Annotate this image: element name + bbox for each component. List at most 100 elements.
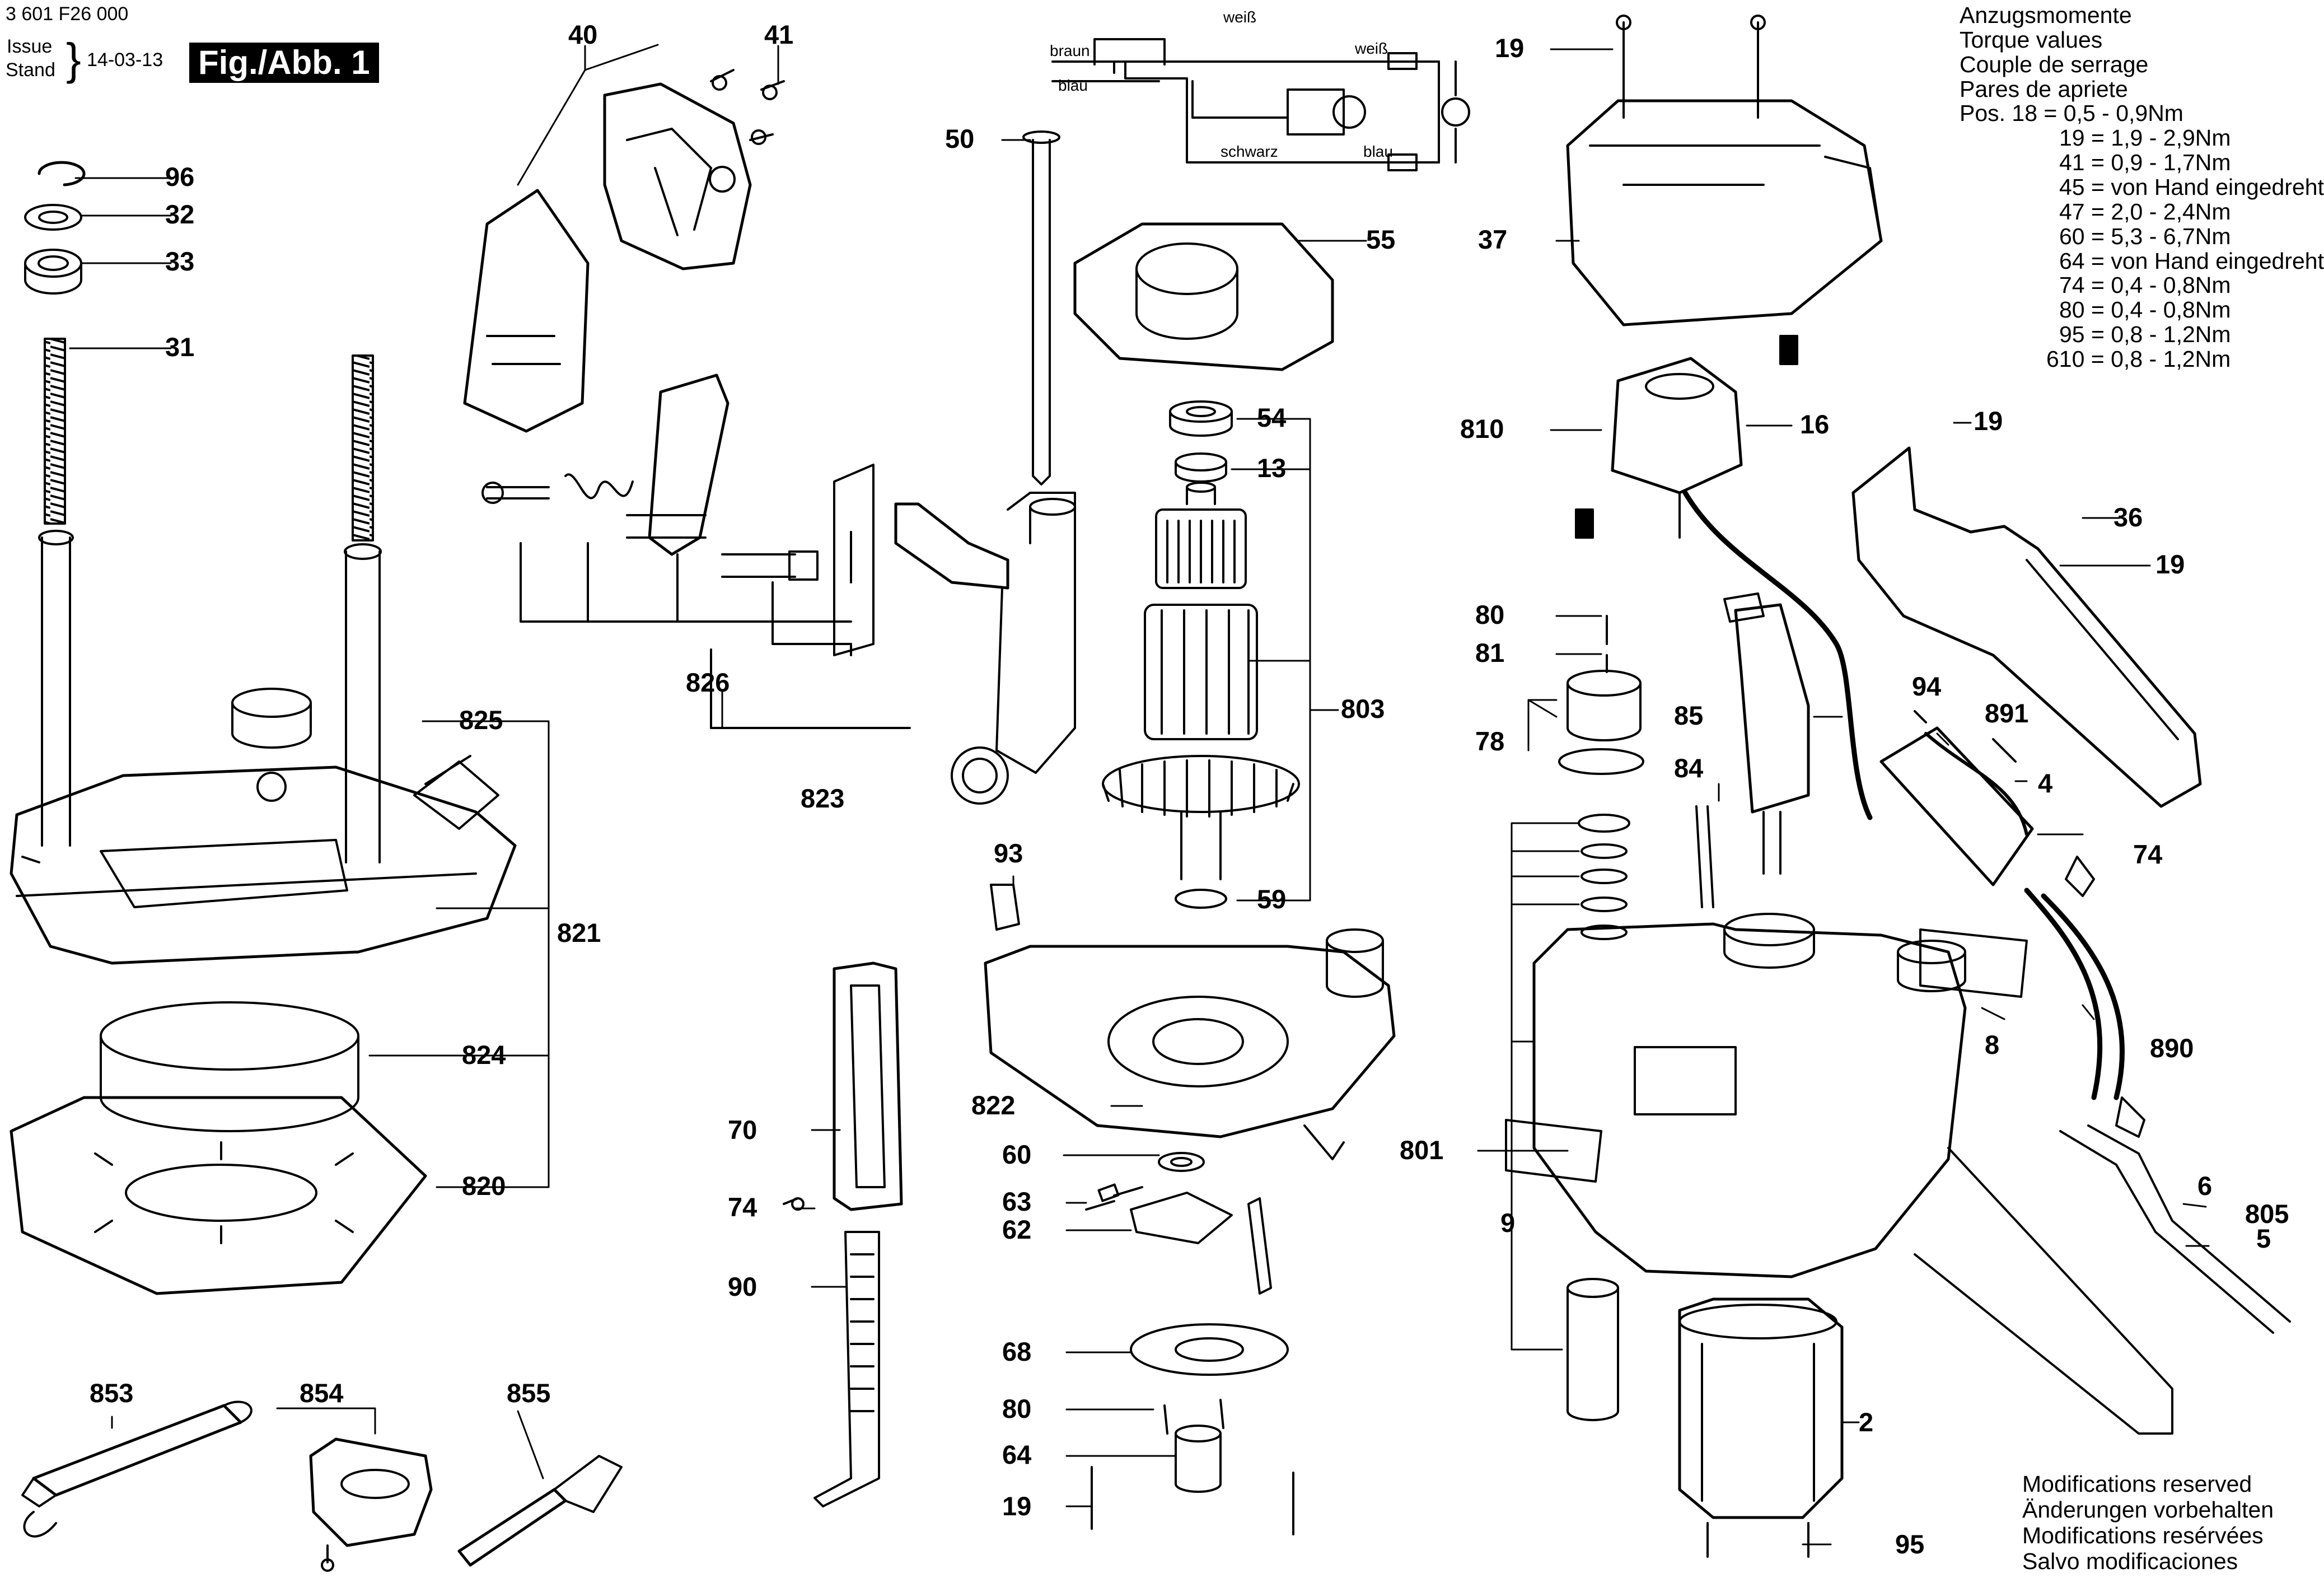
speed-knob [1558,615,1644,940]
part-label: 824 [462,1040,506,1070]
switch [1695,592,1810,908]
block-93 [990,884,1020,931]
part-label: 854 [300,1378,343,1408]
part-label: 19 [1495,33,1524,63]
part-label: 94 [1912,671,1941,701]
part-label: 95 [1895,1529,1924,1559]
part-label: 5 [2256,1224,2271,1253]
part-label: 54 [1257,403,1286,432]
lever-assembly [481,374,911,729]
torque-line: 64 = von Hand eingedreht [2059,248,2324,274]
part-label: 80 [1002,1394,1031,1423]
motor-housing [1505,913,2173,1435]
part-label: 74 [728,1192,757,1222]
part-label: 40 [568,20,597,49]
part-label: 825 [459,705,503,735]
part-label: 9 [1500,1208,1515,1238]
modifications-line: Salvo modificaciones [2022,1548,2238,1574]
part-label: 55 [1366,225,1395,254]
brush-holder-16 [1575,335,1798,539]
part-label: 68 [1002,1337,1031,1366]
torque-line: 60 = 5,3 - 6,7Nm [2059,223,2231,249]
part-label: 60 [1002,1140,1031,1169]
part-label: 13 [1257,453,1286,483]
accessory-tools [21,1400,623,1572]
torque-line: Pos. 18 = 0,5 - 0,9Nm [1960,100,2183,127]
part-label: 19 [2155,549,2185,579]
torque-line: 45 = von Hand eingedreht [2059,174,2324,200]
part-label: 821 [557,918,601,947]
part-label: 2 [1859,1407,1873,1437]
torque-line: 47 = 2,0 - 2,4Nm [2059,198,2231,225]
cable-assembly [1682,490,2291,1334]
armature [1102,482,1300,909]
part-label: 41 [764,20,793,49]
depth-scale [783,961,903,1507]
handle-assembly [463,69,785,433]
part-label: 31 [165,332,194,362]
part-label: 16 [1800,409,1829,439]
part-label: 8 [1985,1030,1999,1059]
part-label: 32 [165,199,194,229]
depth-adjust-assembly [894,492,1076,805]
part-label: 820 [462,1171,506,1201]
wire-label: braun [1050,42,1090,59]
wire-label: weiß [1223,8,1256,26]
modifications-line: Modifications reserved [2022,1471,2252,1497]
field-coil [1678,1297,1844,1558]
modifications-line: Modifications resérvées [2022,1522,2264,1548]
part-label: 36 [2113,502,2143,532]
part-label: 6 [2197,1171,2212,1201]
part-label: 63 [1002,1187,1031,1216]
part-label: 803 [1341,694,1385,723]
part-label: 59 [1257,884,1286,914]
torque-line: 19 = 1,9 - 2,9Nm [2059,125,2231,151]
part-label: 64 [1002,1440,1031,1469]
part-label: 823 [801,783,844,813]
modifications-note: Modifications reserved Änderungen vorbeh… [2022,1471,2274,1575]
part-label: 853 [90,1378,133,1408]
bearing-sleeve [1567,1287,1619,1421]
part-label: 19 [1002,1491,1031,1521]
torque-line: 80 = 0,4 - 0,8Nm [2059,297,2231,323]
torque-line: 74 = 0,4 - 0,8Nm [2059,272,2231,298]
part-label: 93 [994,838,1023,868]
part-label: 85 [1674,701,1703,730]
wire-label: blau [1058,77,1088,94]
part-label: 37 [1478,225,1507,254]
part-label: 810 [1460,414,1504,443]
wire-label: weiß [1354,40,1388,57]
part-label: 33 [165,246,194,276]
part-label: 74 [2133,839,2162,869]
torque-values-table: Anzugsmomente Torque values Couple de se… [1960,3,2324,372]
leader-lines [69,44,2210,1546]
bearings [1169,400,1233,483]
part-label: 826 [686,667,730,697]
figure-label: Fig./Abb. 1 [189,43,379,83]
issue-label: Issue [7,36,53,57]
part-label: 890 [2150,1033,2194,1063]
torque-line: Couple de serrage [1960,51,2149,77]
part-label: 891 [1985,698,2028,728]
brush-holder [1073,222,1334,371]
part-label: 80 [1475,600,1504,629]
document-number: 3 601 F26 000 [6,3,129,25]
torque-line: Anzugsmomente [1960,2,2132,28]
router-base-assembly [10,161,517,1295]
torque-line: 95 = 0,8 - 1,2Nm [2059,321,2231,348]
spindle-lock-parts [1085,1152,1294,1535]
part-label: 96 [165,162,194,192]
torque-line: 41 = 0,9 - 1,7Nm [2059,150,2231,176]
torque-line: Pares de apriete [1960,76,2128,102]
stand-label: Stand [6,59,55,81]
part-label: 822 [971,1090,1015,1120]
wire-label: schwarz [1221,143,1278,160]
part-labels: 96 32 33 31 40 41 50 55 19 37 810 16 19 … [90,20,2289,1559]
part-label: 84 [1674,753,1703,783]
issue-date: 14-03-13 [87,49,163,71]
part-label: 90 [728,1272,757,1301]
part-label: 801 [1400,1135,1443,1165]
wiring-diagram [1051,38,1470,171]
